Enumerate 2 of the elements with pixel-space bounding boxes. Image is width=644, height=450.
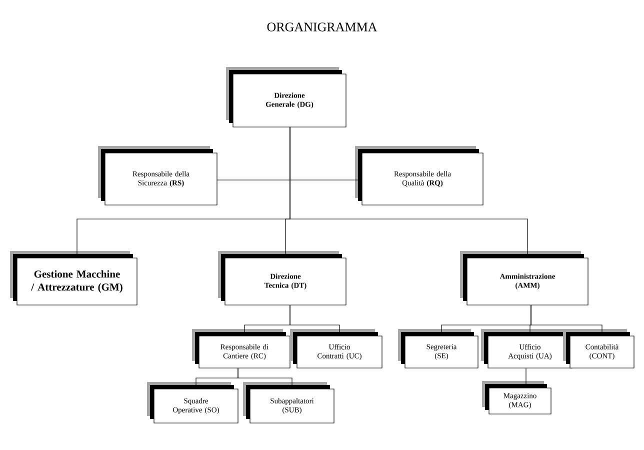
org-box: Gestione Macchine / Attrezzature (GM) bbox=[10, 251, 138, 306]
title: ORGANIGRAMMA bbox=[267, 22, 378, 32]
